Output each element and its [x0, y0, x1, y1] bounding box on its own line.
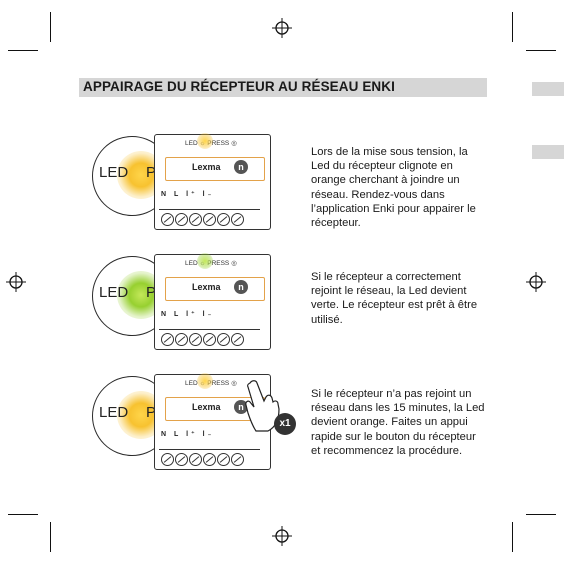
- crop-mark: [526, 50, 556, 51]
- zoom-led-label: LED: [99, 284, 129, 301]
- zoom-led-label: LED: [99, 404, 129, 421]
- terminal-screw-icon: [175, 333, 188, 346]
- terminal-screw-icon: [203, 453, 216, 466]
- terminal-screw-icon: [231, 453, 244, 466]
- adjacent-page-band: [532, 145, 564, 159]
- terminal-screw-icon: [161, 453, 174, 466]
- registration-mark-icon: [6, 272, 26, 292]
- crop-mark: [512, 522, 513, 552]
- terminal-screw-icon: [217, 213, 230, 226]
- device-label-area: Lexma n: [165, 157, 265, 181]
- registration-mark-icon: [272, 18, 292, 38]
- crop-mark: [50, 12, 51, 42]
- brand-logo: Lexma: [192, 282, 221, 292]
- terminal-screw-icon: [189, 213, 202, 226]
- terminal-block: [159, 329, 260, 347]
- section-header: APPAIRAGE DU RÉCEPTEUR AU RÉSEAU ENKI: [79, 78, 487, 97]
- terminal-screw-icon: [161, 213, 174, 226]
- crop-mark: [526, 514, 556, 515]
- brand-logo-badge: n: [234, 400, 248, 414]
- terminal-screw-icon: [203, 333, 216, 346]
- terminal-screw-icon: [175, 453, 188, 466]
- brand-logo-badge: n: [234, 160, 248, 174]
- terminal-block: [159, 449, 260, 467]
- step-3: LED PRE LED ☼ PRESS ◎ Lexma n N L l⁺ l₋ …: [92, 373, 485, 483]
- terminal-labels: N L l⁺ l₋: [161, 431, 215, 438]
- device-label-area: Lexma n: [165, 397, 265, 421]
- press-count-badge: x1: [274, 413, 296, 435]
- zoom-led-label: LED: [99, 164, 129, 181]
- brand-logo-badge: n: [234, 280, 248, 294]
- device-led-glow: [197, 253, 213, 269]
- terminal-screw-icon: [175, 213, 188, 226]
- step-description: Si le récepteur a correctement rejoint l…: [311, 271, 478, 326]
- registration-mark-icon: [272, 526, 292, 546]
- step-description: Lors de la mise sous tension, la Led du …: [311, 146, 476, 230]
- step-description: Si le récepteur n’a pas rejoint un résea…: [311, 388, 485, 457]
- registration-mark-icon: [526, 272, 546, 292]
- section-title: APPAIRAGE DU RÉCEPTEUR AU RÉSEAU ENKI: [83, 79, 395, 94]
- terminal-labels: N L l⁺ l₋: [161, 191, 215, 198]
- terminal-screw-icon: [231, 213, 244, 226]
- receiver-device: LED ☼ PRESS ◎ Lexma n N L l⁺ l₋: [154, 253, 271, 350]
- terminal-screw-icon: [189, 453, 202, 466]
- crop-mark: [8, 50, 38, 51]
- terminal-screw-icon: [217, 333, 230, 346]
- crop-mark: [50, 522, 51, 552]
- terminal-screw-icon: [189, 333, 202, 346]
- brand-logo: Lexma: [192, 402, 221, 412]
- terminal-screw-icon: [231, 333, 244, 346]
- adjacent-page-band: [532, 82, 564, 96]
- crop-mark: [512, 12, 513, 42]
- terminal-screw-icon: [203, 213, 216, 226]
- receiver-device: LED ☼ PRESS ◎ Lexma n N L l⁺ l₋: [154, 133, 271, 230]
- terminal-screw-icon: [161, 333, 174, 346]
- device-led-glow: [197, 373, 213, 389]
- terminal-labels: N L l⁺ l₋: [161, 311, 215, 318]
- device-led-glow: [197, 133, 213, 149]
- brand-logo: Lexma: [192, 162, 221, 172]
- crop-mark: [8, 514, 38, 515]
- terminal-block: [159, 209, 260, 227]
- step-2: LED PRE LED ☼ PRESS ◎ Lexma n N L l⁺ l₋ …: [92, 253, 482, 363]
- device-label-area: Lexma n: [165, 277, 265, 301]
- step-1: LED PRE LED ☼ PRESS ◎ Lexma n N L l⁺ l₋ …: [92, 133, 482, 243]
- terminal-screw-icon: [217, 453, 230, 466]
